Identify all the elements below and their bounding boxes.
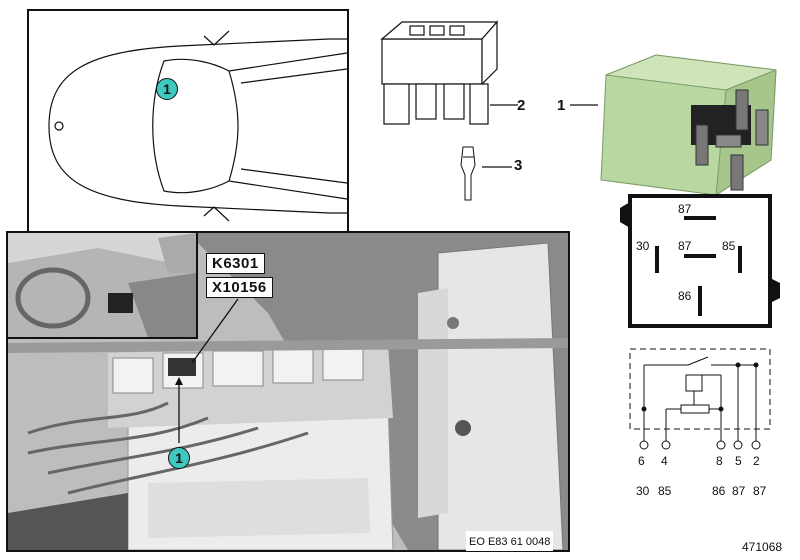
leader-line-2 bbox=[490, 104, 518, 106]
leader-line-1-relay bbox=[570, 104, 598, 106]
circuit-pin-row-2: 30 85 86 87 87 bbox=[636, 484, 776, 500]
callout-3: 3 bbox=[514, 157, 523, 174]
pin-label: 4 bbox=[661, 454, 668, 468]
pin-label: 87 bbox=[753, 484, 767, 498]
vehicle-location-panel: 1 bbox=[27, 9, 349, 244]
relay-pin-87-top: 87 bbox=[678, 202, 692, 216]
pin-label: 87 bbox=[732, 484, 746, 498]
leader-line-3 bbox=[482, 166, 512, 168]
relay-pin-87-center: 87 bbox=[678, 239, 692, 253]
photo-caption-box: EO E83 61 0048 bbox=[466, 531, 554, 551]
component-label-x10156: X10156 bbox=[206, 277, 273, 298]
pin-label: 2 bbox=[753, 454, 760, 468]
dashboard-inset bbox=[8, 233, 198, 339]
terminal-pin-drawing bbox=[460, 146, 476, 201]
relay-pin-85: 85 bbox=[722, 239, 736, 253]
pin-label: 86 bbox=[712, 484, 726, 498]
dashboard-inset-photo bbox=[8, 233, 196, 337]
callout-1-vehicle: 1 bbox=[156, 78, 178, 100]
label-leader-line bbox=[191, 298, 239, 364]
callout-2: 2 bbox=[517, 97, 526, 114]
diagram-number: 471068 bbox=[742, 540, 783, 554]
connector-housing-drawing bbox=[380, 20, 499, 125]
pin-label: 30 bbox=[636, 484, 650, 498]
relay-photo bbox=[600, 54, 777, 196]
relay-circuit-schematic bbox=[629, 348, 771, 450]
component-label-k6301: K6301 bbox=[206, 253, 265, 274]
pin-label: 5 bbox=[735, 454, 742, 468]
relay-pin-86: 86 bbox=[678, 289, 692, 303]
installation-photo-panel: K6301 X10156 1 EO E83 61 0048 bbox=[6, 231, 570, 552]
relay-pin-layout bbox=[620, 194, 780, 328]
callout-1-installation: 1 bbox=[168, 447, 190, 469]
callout-1-leader-line bbox=[175, 377, 183, 443]
pin-label: 8 bbox=[716, 454, 723, 468]
callout-1-relay: 1 bbox=[557, 97, 566, 114]
circuit-pin-row-1: 6 4 8 5 2 bbox=[636, 454, 776, 470]
relay-pin-30: 30 bbox=[636, 239, 650, 253]
car-top-view-outline bbox=[48, 30, 348, 222]
pin-label: 85 bbox=[658, 484, 672, 498]
pin-label: 6 bbox=[638, 454, 645, 468]
photo-caption: EO E83 61 0048 bbox=[469, 536, 551, 548]
